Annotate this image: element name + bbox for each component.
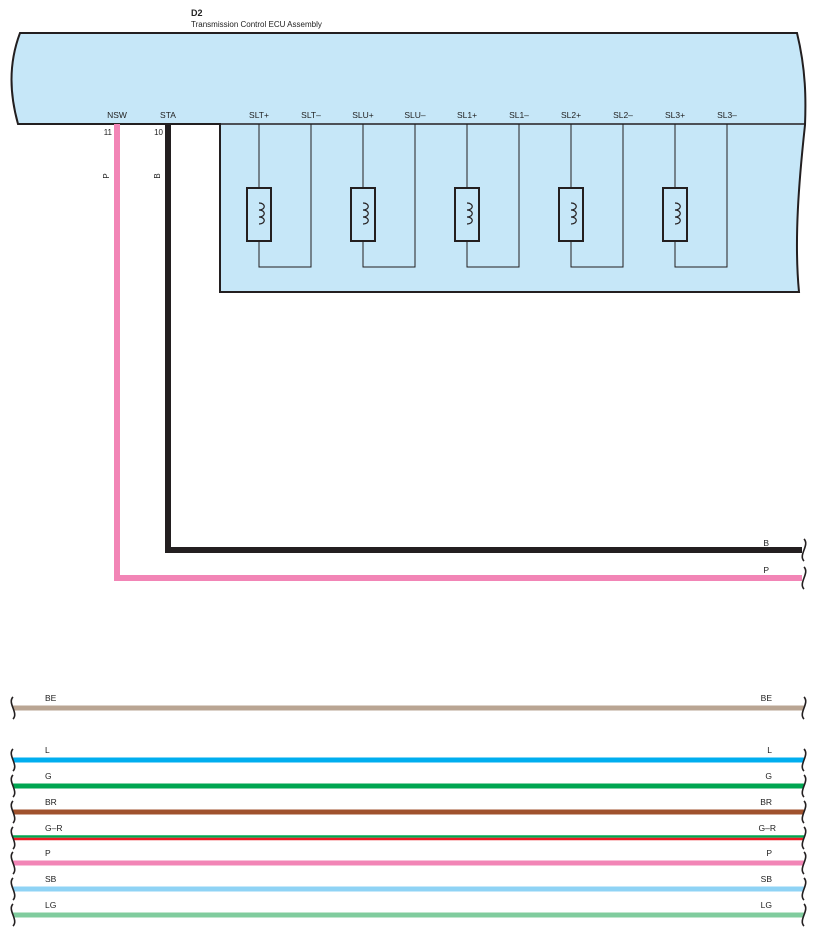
harness-wire-g: G G (10, 771, 807, 798)
pin-sta-number: 10 (154, 128, 163, 137)
solenoid-sl2-coil-icon (558, 187, 584, 242)
harness-wire-g-r: G–R G–R (10, 823, 807, 850)
wire-nsw (114, 124, 802, 581)
ecu-wire-label-b: B (763, 538, 769, 548)
harness-wire-sb-break-left (10, 877, 16, 901)
pin-sta-name: STA (160, 110, 176, 120)
solenoid-sl3-minus-label: SL3– (717, 110, 737, 120)
solenoid-slu-coil-icon (350, 187, 376, 242)
harness-wire-p: P P (10, 848, 807, 875)
harness-wire-be-label-left: BE (45, 693, 57, 703)
harness-wire-lg-break-left (10, 903, 16, 927)
harness-wire-br-break-right (801, 800, 807, 824)
harness-wire-g-r-break-left (10, 826, 16, 850)
solenoid-sl1-coil-icon (454, 187, 480, 242)
harness-bundle: BE BE L L G G BR BR G (10, 693, 807, 927)
harness-wire-br-break-left (10, 800, 16, 824)
solenoid-sl3-plus-label: SL3+ (665, 110, 685, 120)
harness-wire-g-break-left (10, 774, 16, 798)
ecu-title: Transmission Control ECU Assembly (191, 20, 322, 29)
solenoid-sl3-coil-icon (662, 187, 688, 242)
harness-wire-p-break-left (10, 851, 16, 875)
harness-wire-g-r-label-left: G–R (45, 823, 62, 833)
solenoid-sl3-winding-icon (674, 202, 681, 225)
harness-wire-be-break-right (801, 696, 807, 720)
harness-wire-br: BR BR (10, 797, 807, 824)
harness-wire-lg-break-right (801, 903, 807, 927)
harness-wire-p-break-right (801, 851, 807, 875)
harness-wire-p-label-right: P (766, 848, 772, 858)
harness-wire-g-label-left: G (45, 771, 52, 781)
harness-wire-sb: SB SB (10, 874, 807, 901)
solenoid-slu-plus-label: SLU+ (352, 110, 374, 120)
pin-sta-wire-code: B (153, 173, 162, 178)
harness-wire-sb-break-right (801, 877, 807, 901)
solenoid-sl1-minus-label: SL1– (509, 110, 529, 120)
solenoid-sl1: SL1+ SL1– (454, 110, 529, 268)
harness-wire-l-label-left: L (45, 745, 50, 755)
harness-wire-g-label-right: G (765, 771, 772, 781)
solenoid-slt-coil-icon (246, 187, 272, 242)
solenoid-slt-winding-icon (258, 202, 265, 225)
solenoid-sl1-winding-icon (466, 202, 473, 225)
harness-wire-sb-label-left: SB (45, 874, 57, 884)
ecu-body (10, 32, 807, 293)
break-mark-wire-nsw (801, 566, 807, 590)
harness-wire-sb-label-right: SB (761, 874, 773, 884)
harness-wire-l-label-right: L (767, 745, 772, 755)
solenoid-slu: SLU+ SLU– (350, 110, 426, 268)
harness-wire-be-label-right: BE (761, 693, 773, 703)
harness-wire-br-label-right: BR (760, 797, 772, 807)
harness-wire-be-break-left (10, 696, 16, 720)
pin-nsw-number: 11 (104, 128, 113, 137)
solenoid-group: SLT+ SLT– SLU+ SLU– SL1+ SL1– SL2+ SL2– (246, 110, 737, 268)
harness-wire-p-label-left: P (45, 848, 51, 858)
harness-wire-l-break-left (10, 748, 16, 772)
harness-wire-lg: LG LG (10, 900, 807, 927)
harness-wire-g-r-label-right: G–R (759, 823, 776, 833)
pin-nsw-wire-code: P (102, 173, 111, 178)
solenoid-slt-plus-label: SLT+ (249, 110, 269, 120)
harness-wire-lg-label-right: LG (761, 900, 772, 910)
harness-wire-br-label-left: BR (45, 797, 57, 807)
wire-sta (165, 124, 802, 553)
solenoid-sl2-minus-label: SL2– (613, 110, 633, 120)
pin-nsw-name: NSW (107, 110, 127, 120)
harness-wire-l-break-right (801, 748, 807, 772)
harness-wire-g-break-right (801, 774, 807, 798)
solenoid-slt: SLT+ SLT– (246, 110, 321, 268)
harness-wire-lg-label-left: LG (45, 900, 56, 910)
ecu-wire-label-p: P (763, 565, 769, 575)
harness-wire-g-r-break-right (801, 826, 807, 850)
solenoid-sl2-winding-icon (570, 202, 577, 225)
solenoid-slu-winding-icon (362, 202, 369, 225)
break-mark-wire-sta (801, 538, 807, 562)
solenoid-sl2: SL2+ SL2– (558, 110, 633, 268)
solenoid-sl1-plus-label: SL1+ (457, 110, 477, 120)
solenoid-sl3: SL3+ SL3– (662, 110, 737, 268)
solenoid-slu-minus-label: SLU– (404, 110, 426, 120)
solenoid-sl2-plus-label: SL2+ (561, 110, 581, 120)
harness-wire-be: BE BE (10, 693, 807, 720)
solenoid-slt-minus-label: SLT– (301, 110, 321, 120)
harness-wire-l: L L (10, 745, 807, 772)
ecu-id: D2 (191, 8, 203, 18)
